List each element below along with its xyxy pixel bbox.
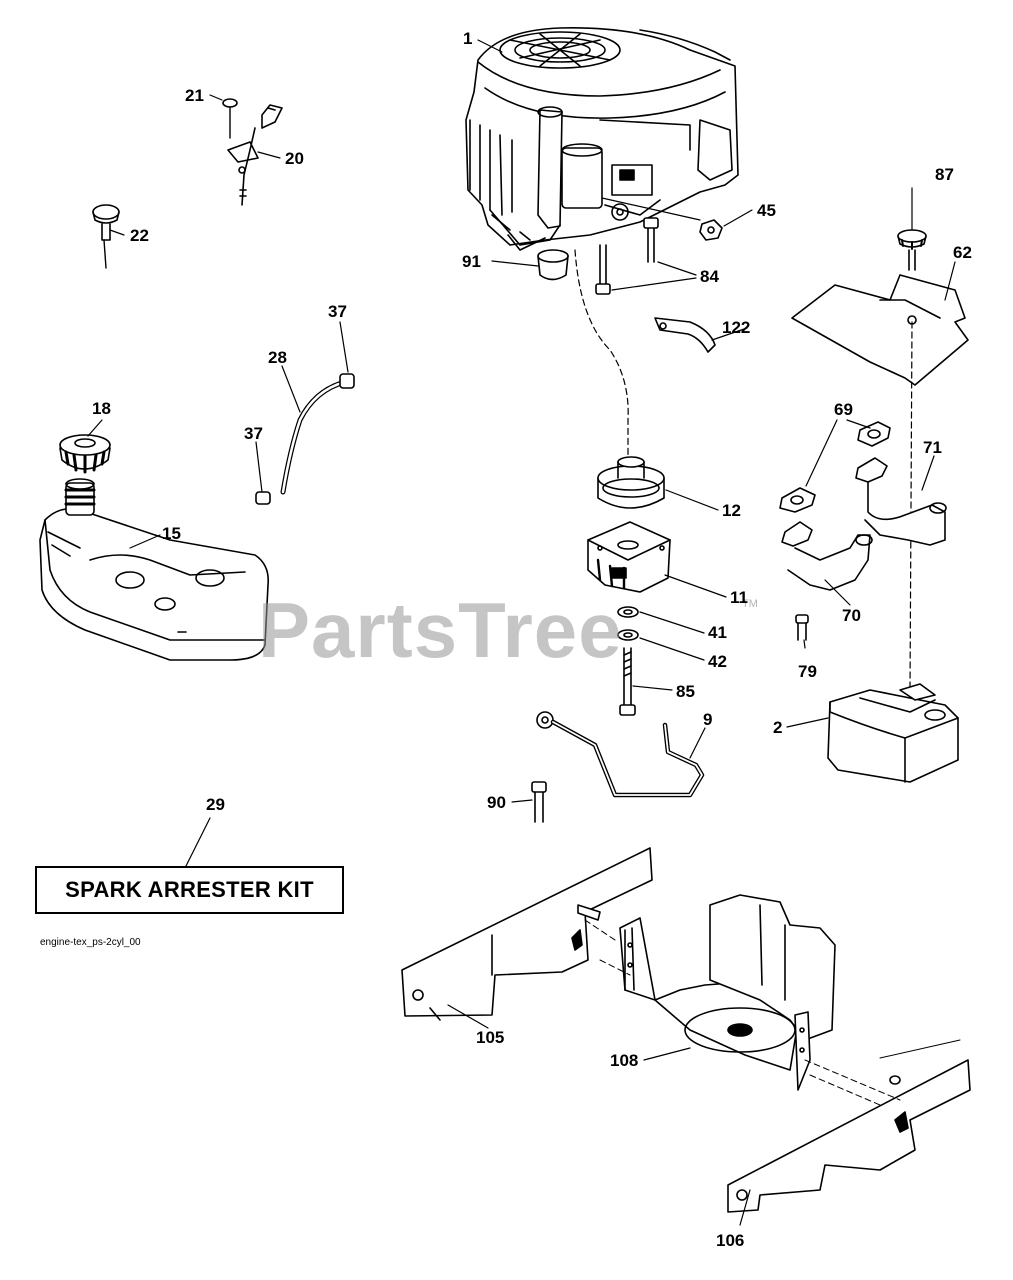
callout-122[interactable]: 122 [722, 318, 751, 337]
callout-37-top[interactable]: 37 [328, 302, 347, 321]
callout-2[interactable]: 2 [773, 718, 783, 737]
heat-shield-part[interactable] [791, 274, 969, 386]
spark-arrester-kit-box[interactable]: SPARK ARRESTER KIT [35, 866, 344, 914]
callout-41[interactable]: 41 [708, 623, 727, 642]
callout-45[interactable]: 45 [757, 201, 776, 220]
knob-bolt-part[interactable] [92, 204, 120, 269]
callout-1[interactable]: 1 [463, 29, 473, 48]
callout-21[interactable]: 21 [185, 86, 204, 105]
fasteners-part[interactable] [537, 217, 723, 295]
callout-37-bottom[interactable]: 37 [244, 424, 263, 443]
bolt-90-part[interactable] [531, 781, 547, 823]
fuel-hose-part[interactable] [255, 373, 355, 505]
callout-28[interactable]: 28 [268, 348, 287, 367]
callout-71[interactable]: 71 [923, 438, 942, 457]
pto-clutch-part[interactable] [587, 521, 671, 593]
knob-87-part[interactable] [897, 229, 927, 271]
drawing-code: engine-tex_ps-2cyl_00 [40, 937, 141, 948]
screw-part[interactable] [795, 614, 809, 641]
callout-90[interactable]: 90 [487, 793, 506, 812]
bolt-part[interactable] [619, 647, 636, 716]
watermark-tm: TM [742, 598, 758, 610]
frame-rail-105-part[interactable] [401, 847, 653, 1021]
frame-rail-106-part[interactable] [727, 1039, 971, 1213]
callout-69[interactable]: 69 [834, 400, 853, 419]
washer-part[interactable] [617, 606, 639, 641]
callout-62[interactable]: 62 [953, 243, 972, 262]
callout-11[interactable]: 11 [730, 588, 748, 607]
callout-22[interactable]: 22 [130, 226, 149, 245]
callout-105[interactable]: 105 [476, 1028, 505, 1047]
callout-29[interactable]: 29 [206, 795, 225, 814]
watermark: PartsTree [258, 586, 623, 674]
dipstick-part[interactable] [222, 98, 283, 206]
pulley-part[interactable] [597, 456, 665, 509]
fuel-tank-part[interactable] [39, 478, 270, 661]
callout-18[interactable]: 18 [92, 399, 111, 418]
callout-20[interactable]: 20 [285, 149, 304, 168]
callout-91[interactable]: 91 [462, 252, 481, 271]
gasket-part[interactable] [779, 421, 891, 513]
callout-15[interactable]: 15 [162, 524, 181, 543]
exhaust-pipe-part[interactable] [781, 457, 947, 591]
callout-108[interactable]: 108 [610, 1051, 639, 1070]
clip-part[interactable] [654, 317, 716, 353]
callout-42[interactable]: 42 [708, 652, 727, 671]
muffler-part[interactable] [827, 683, 959, 783]
callout-85[interactable]: 85 [676, 682, 695, 701]
callout-9[interactable]: 9 [703, 710, 713, 729]
callout-106[interactable]: 106 [716, 1231, 745, 1250]
callout-79[interactable]: 79 [798, 662, 817, 681]
leader-lines [87, 39, 956, 1226]
callout-12[interactable]: 12 [722, 501, 741, 520]
rod-part[interactable] [536, 711, 705, 798]
engine-mount-bracket-part[interactable] [577, 894, 836, 1091]
callout-84[interactable]: 84 [700, 267, 719, 286]
spark-arrester-kit-label: SPARK ARRESTER KIT [65, 877, 314, 902]
engine-part[interactable] [465, 27, 739, 251]
callout-70[interactable]: 70 [842, 606, 861, 625]
callout-87[interactable]: 87 [935, 165, 954, 184]
fuel-cap-part[interactable] [59, 434, 111, 474]
